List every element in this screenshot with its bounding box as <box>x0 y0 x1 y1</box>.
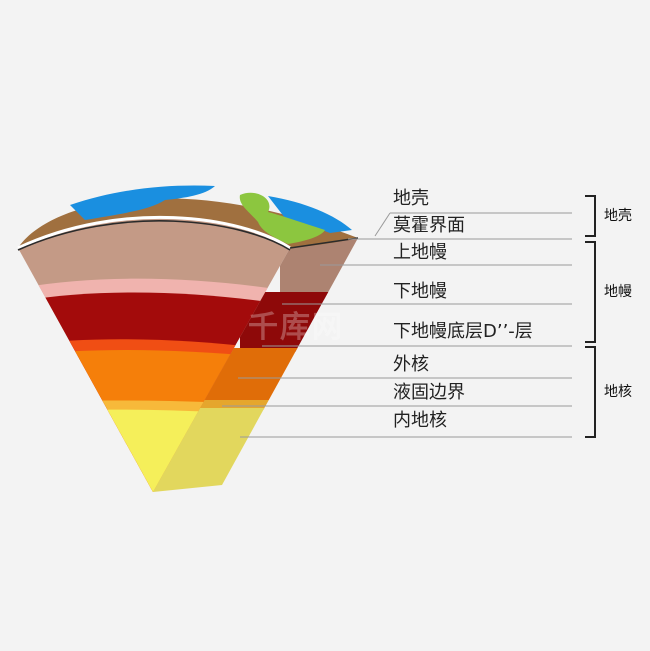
upper-mantle-band <box>18 278 290 312</box>
ocean-area-left <box>70 185 215 220</box>
leader-lines <box>222 212 572 438</box>
inner-core-layer <box>18 409 290 492</box>
label-upper-mantle: 上地幔 <box>393 242 447 263</box>
label-d-layer: 下地幔底层D’’-层 <box>393 321 533 342</box>
crust-dark-edge <box>17 220 291 251</box>
group-label-mantle: 地幔 <box>604 284 632 300</box>
crust-white-boundary <box>17 215 291 250</box>
label-boundary: 液固边界 <box>393 382 465 403</box>
ocean-area-right <box>268 196 352 233</box>
bracket-crust <box>585 195 596 237</box>
land-green-area <box>239 192 325 244</box>
label-crust: 地壳 <box>393 188 429 209</box>
label-moho: 莫霍界面 <box>393 215 465 236</box>
group-brackets <box>585 195 596 438</box>
label-inner-core: 内地核 <box>393 410 447 431</box>
leader-line-moho <box>374 212 391 237</box>
watermark: 千库网 <box>248 310 344 345</box>
bracket-mantle <box>585 241 596 343</box>
label-outer-core: 外核 <box>393 354 429 375</box>
label-lower-mantle: 下地幔 <box>393 281 447 302</box>
group-label-core: 地核 <box>604 384 632 400</box>
crust-side-edge <box>289 237 359 249</box>
bracket-core <box>585 346 596 438</box>
group-label-crust: 地壳 <box>604 208 632 224</box>
